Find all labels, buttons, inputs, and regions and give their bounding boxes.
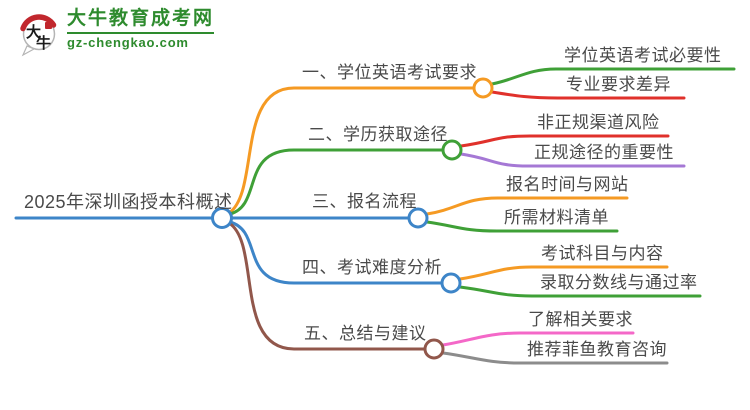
branch-1-circle	[472, 77, 494, 99]
root-node-label: 2025年深圳函授本科概述	[24, 192, 233, 212]
child-5a-label: 了解相关要求	[528, 310, 633, 329]
child-1b-label: 专业要求差异	[566, 75, 671, 94]
child-2a-label: 非正规渠道风险	[537, 113, 660, 132]
branch-4-label: 四、考试难度分析	[302, 258, 442, 277]
child-4a-label: 考试科目与内容	[541, 244, 664, 263]
connector-child-2a	[459, 134, 670, 148]
branch-1-label: 一、学位英语考试要求	[302, 63, 477, 82]
connector-child-5a	[441, 331, 635, 347]
root-node-circle	[211, 207, 233, 229]
connector-child-4a	[458, 265, 669, 281]
logo-bull-icon: 大 牛	[20, 14, 57, 57]
connector-child-2b	[459, 152, 686, 168]
branch-3-circle	[407, 207, 429, 229]
child-2b-label: 正规途径的重要性	[534, 143, 674, 162]
connector-branch-5	[227, 221, 426, 351]
connector-branch-2	[228, 148, 444, 216]
branch-4-circle	[440, 272, 462, 294]
site-logo: 大 牛 大牛教育成考网 gz-chengkao.com	[18, 8, 215, 57]
child-1a-label: 学位英语考试必要性	[564, 46, 722, 65]
branch-3-label: 三、报名流程	[312, 192, 417, 211]
branch-2-label: 二、学历获取途径	[308, 125, 448, 144]
child-3a-label: 报名时间与网站	[506, 175, 629, 194]
branch-2-circle	[441, 139, 463, 161]
connector-child-5b	[441, 351, 669, 365]
branch-5-label: 五、总结与建议	[304, 324, 427, 343]
logo-site-name: 大牛教育成考网	[67, 8, 215, 29]
connector-child-1a	[490, 67, 736, 86]
connector-child-1b	[490, 90, 686, 100]
child-4b-label: 录取分数线与通过率	[540, 273, 698, 292]
logo-site-domain: gz-chengkao.com	[67, 34, 189, 50]
logo-text-block: 大牛教育成考网 gz-chengkao.com	[67, 8, 215, 50]
logo-char-1: 大	[26, 23, 41, 41]
connector-child-3a	[425, 196, 629, 216]
connector-child-4b	[458, 285, 702, 298]
branch-5-circle	[423, 338, 445, 360]
logo-divider	[67, 31, 215, 34]
connector-child-3b	[425, 220, 619, 233]
child-3b-label: 所需材料清单	[504, 208, 609, 227]
child-5b-label: 推荐菲鱼教育咨询	[527, 340, 667, 359]
connector-branch-4	[228, 220, 443, 285]
logo-char-2: 牛	[36, 34, 51, 52]
connector-branch-1	[227, 86, 475, 215]
